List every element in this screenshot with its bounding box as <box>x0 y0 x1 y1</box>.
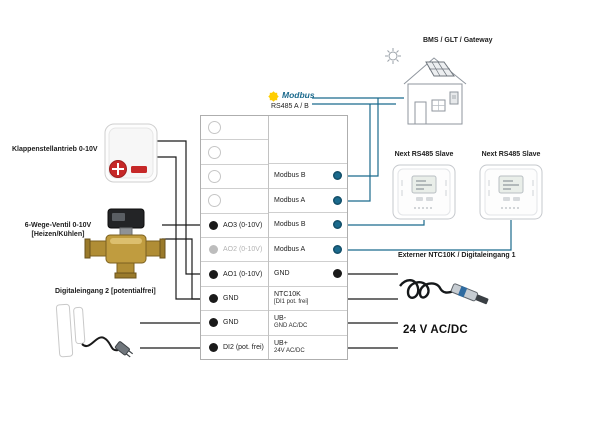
terminal-sublabel-ub-plus: 24V AC/DC <box>274 347 305 354</box>
terminal-row-empty-1 <box>201 116 268 139</box>
terminal-dot-icon <box>209 245 218 255</box>
label-digital-input-2: Digitaleingang 2 [potentialfrei] <box>55 288 156 295</box>
terminal-dot-icon <box>333 195 342 205</box>
terminal-label-ub-plus: UB+ <box>274 339 288 347</box>
terminal-label-ao3: AO3 (0-10V) <box>223 221 263 229</box>
terminal-label-modbus-b-1: Modbus B <box>274 172 306 180</box>
terminal-row-modbus-b-2: Modbus B <box>269 212 347 237</box>
terminal-row-ntc10k: NTC10K [DI1 pot. frei] <box>269 285 347 311</box>
door-contact-icon <box>55 303 134 358</box>
terminal-row-ao2: AO2 (0-10V) <box>201 237 268 261</box>
terminal-label-gnd-right: GND <box>274 270 290 278</box>
thermostat-icon <box>392 164 456 220</box>
rs485-slave-device-1 <box>392 164 456 225</box>
label-rs485: RS485 A / B <box>271 103 309 110</box>
label-slave-right: Next RS485 Slave <box>481 151 541 158</box>
bms-building-device <box>384 44 476 135</box>
terminal-label-ub-minus: UB- <box>274 315 287 323</box>
terminal-row-ao3: AO3 (0-10V) <box>201 212 268 237</box>
terminal-label-gnd-2: GND <box>223 319 239 327</box>
terminal-row-di2: DI2 (pot. frei) <box>201 334 268 359</box>
terminal-hole-icon <box>208 121 221 135</box>
terminal-label-modbus-b-2: Modbus B <box>274 221 306 229</box>
terminal-dot-icon <box>209 220 218 230</box>
six-way-valve-icon <box>84 208 166 279</box>
building-icon <box>385 48 467 125</box>
modbus-logo-text: Modbus <box>282 90 315 100</box>
damper-actuator-icon <box>104 123 158 183</box>
modbus-star-icon <box>267 90 280 108</box>
terminal-row-gnd-2: GND <box>201 310 268 334</box>
terminal-label-modbus-a-2: Modbus A <box>274 245 306 253</box>
terminal-label-ao1: AO1 (0-10V) <box>223 270 263 278</box>
terminal-hole-icon <box>208 194 221 208</box>
terminal-row-empty-3 <box>201 163 268 188</box>
terminal-dot-icon <box>333 269 342 279</box>
ntc-sensor-device <box>396 260 496 327</box>
terminal-label-modbus-a-1: Modbus A <box>274 196 306 204</box>
terminal-row-blank-1 <box>269 116 347 140</box>
terminal-sublabel-ntc10k: [DI1 pot. frei] <box>274 298 309 305</box>
wire-valve-gnd <box>162 238 200 300</box>
terminal-sublabel-ub-minus: GND AC/DC <box>274 323 308 330</box>
terminal-row-modbus-b-1: Modbus B <box>269 163 347 188</box>
six-way-valve-device <box>84 208 166 285</box>
terminal-row-ub-minus: UB- GND AC/DC <box>269 310 347 335</box>
terminal-row-modbus-a-1: Modbus A <box>269 187 347 213</box>
terminal-dot-icon <box>333 220 342 230</box>
terminal-row-gnd-1: GND <box>201 285 268 310</box>
label-six-way-valve-line2: [Heizen/Kühlen] <box>31 230 85 238</box>
terminal-label-di2: DI2 (pot. frei) <box>223 343 264 351</box>
terminal-label-ntc10k: NTC10K <box>274 290 301 298</box>
terminal-label-ao2: AO2 (0-10V) <box>223 246 263 254</box>
terminal-row-ub-plus: UB+ 24V AC/DC <box>269 334 347 360</box>
terminal-hole-icon <box>208 145 221 159</box>
terminal-row-modbus-a-2: Modbus A <box>269 236 347 262</box>
label-six-way-valve: 6-Wege-Ventil 0-10V [Heizen/Kühlen] <box>16 222 100 240</box>
label-damper-actuator: Klappenstellantrieb 0-10V <box>12 146 98 153</box>
label-slave-left: Next RS485 Slave <box>394 151 454 158</box>
door-contact-device <box>52 300 147 367</box>
controller-terminal-block: AO3 (0-10V) AO2 (0-10V) AO1 (0-10V) GND … <box>200 115 348 360</box>
terminal-row-blank-2 <box>269 140 347 164</box>
terminal-row-gnd-right: GND <box>269 261 347 286</box>
label-six-way-valve-line1: 6-Wege-Ventil 0-10V <box>24 222 92 229</box>
rs485-slave-device-2 <box>479 164 543 225</box>
terminal-dot-icon <box>333 244 342 254</box>
terminal-dot-icon <box>333 171 342 181</box>
damper-actuator-device <box>103 122 159 191</box>
terminal-hole-icon <box>208 170 221 184</box>
terminal-dot-icon <box>209 294 218 304</box>
label-external-sensor: Externer NTC10K / Digitaleingang 1 <box>398 252 516 259</box>
label-bms-gateway: BMS / GLT / Gateway <box>423 37 493 44</box>
terminal-column-left: AO3 (0-10V) AO2 (0-10V) AO1 (0-10V) GND … <box>201 116 269 359</box>
terminal-dot-icon <box>209 342 218 352</box>
terminal-row-empty-2 <box>201 139 268 163</box>
terminal-row-ao1: AO1 (0-10V) <box>201 261 268 285</box>
terminal-dot-icon <box>209 269 218 279</box>
thermostat-icon <box>479 164 543 220</box>
ntc-sensor-icon <box>399 279 489 305</box>
terminal-column-right: Modbus B Modbus A Modbus B Modbus A GND <box>269 116 347 359</box>
terminal-label-gnd-1: GND <box>223 295 239 303</box>
terminal-dot-icon <box>209 318 218 328</box>
label-power-supply: 24 V AC/DC <box>403 324 468 336</box>
terminal-row-empty-4 <box>201 188 268 212</box>
